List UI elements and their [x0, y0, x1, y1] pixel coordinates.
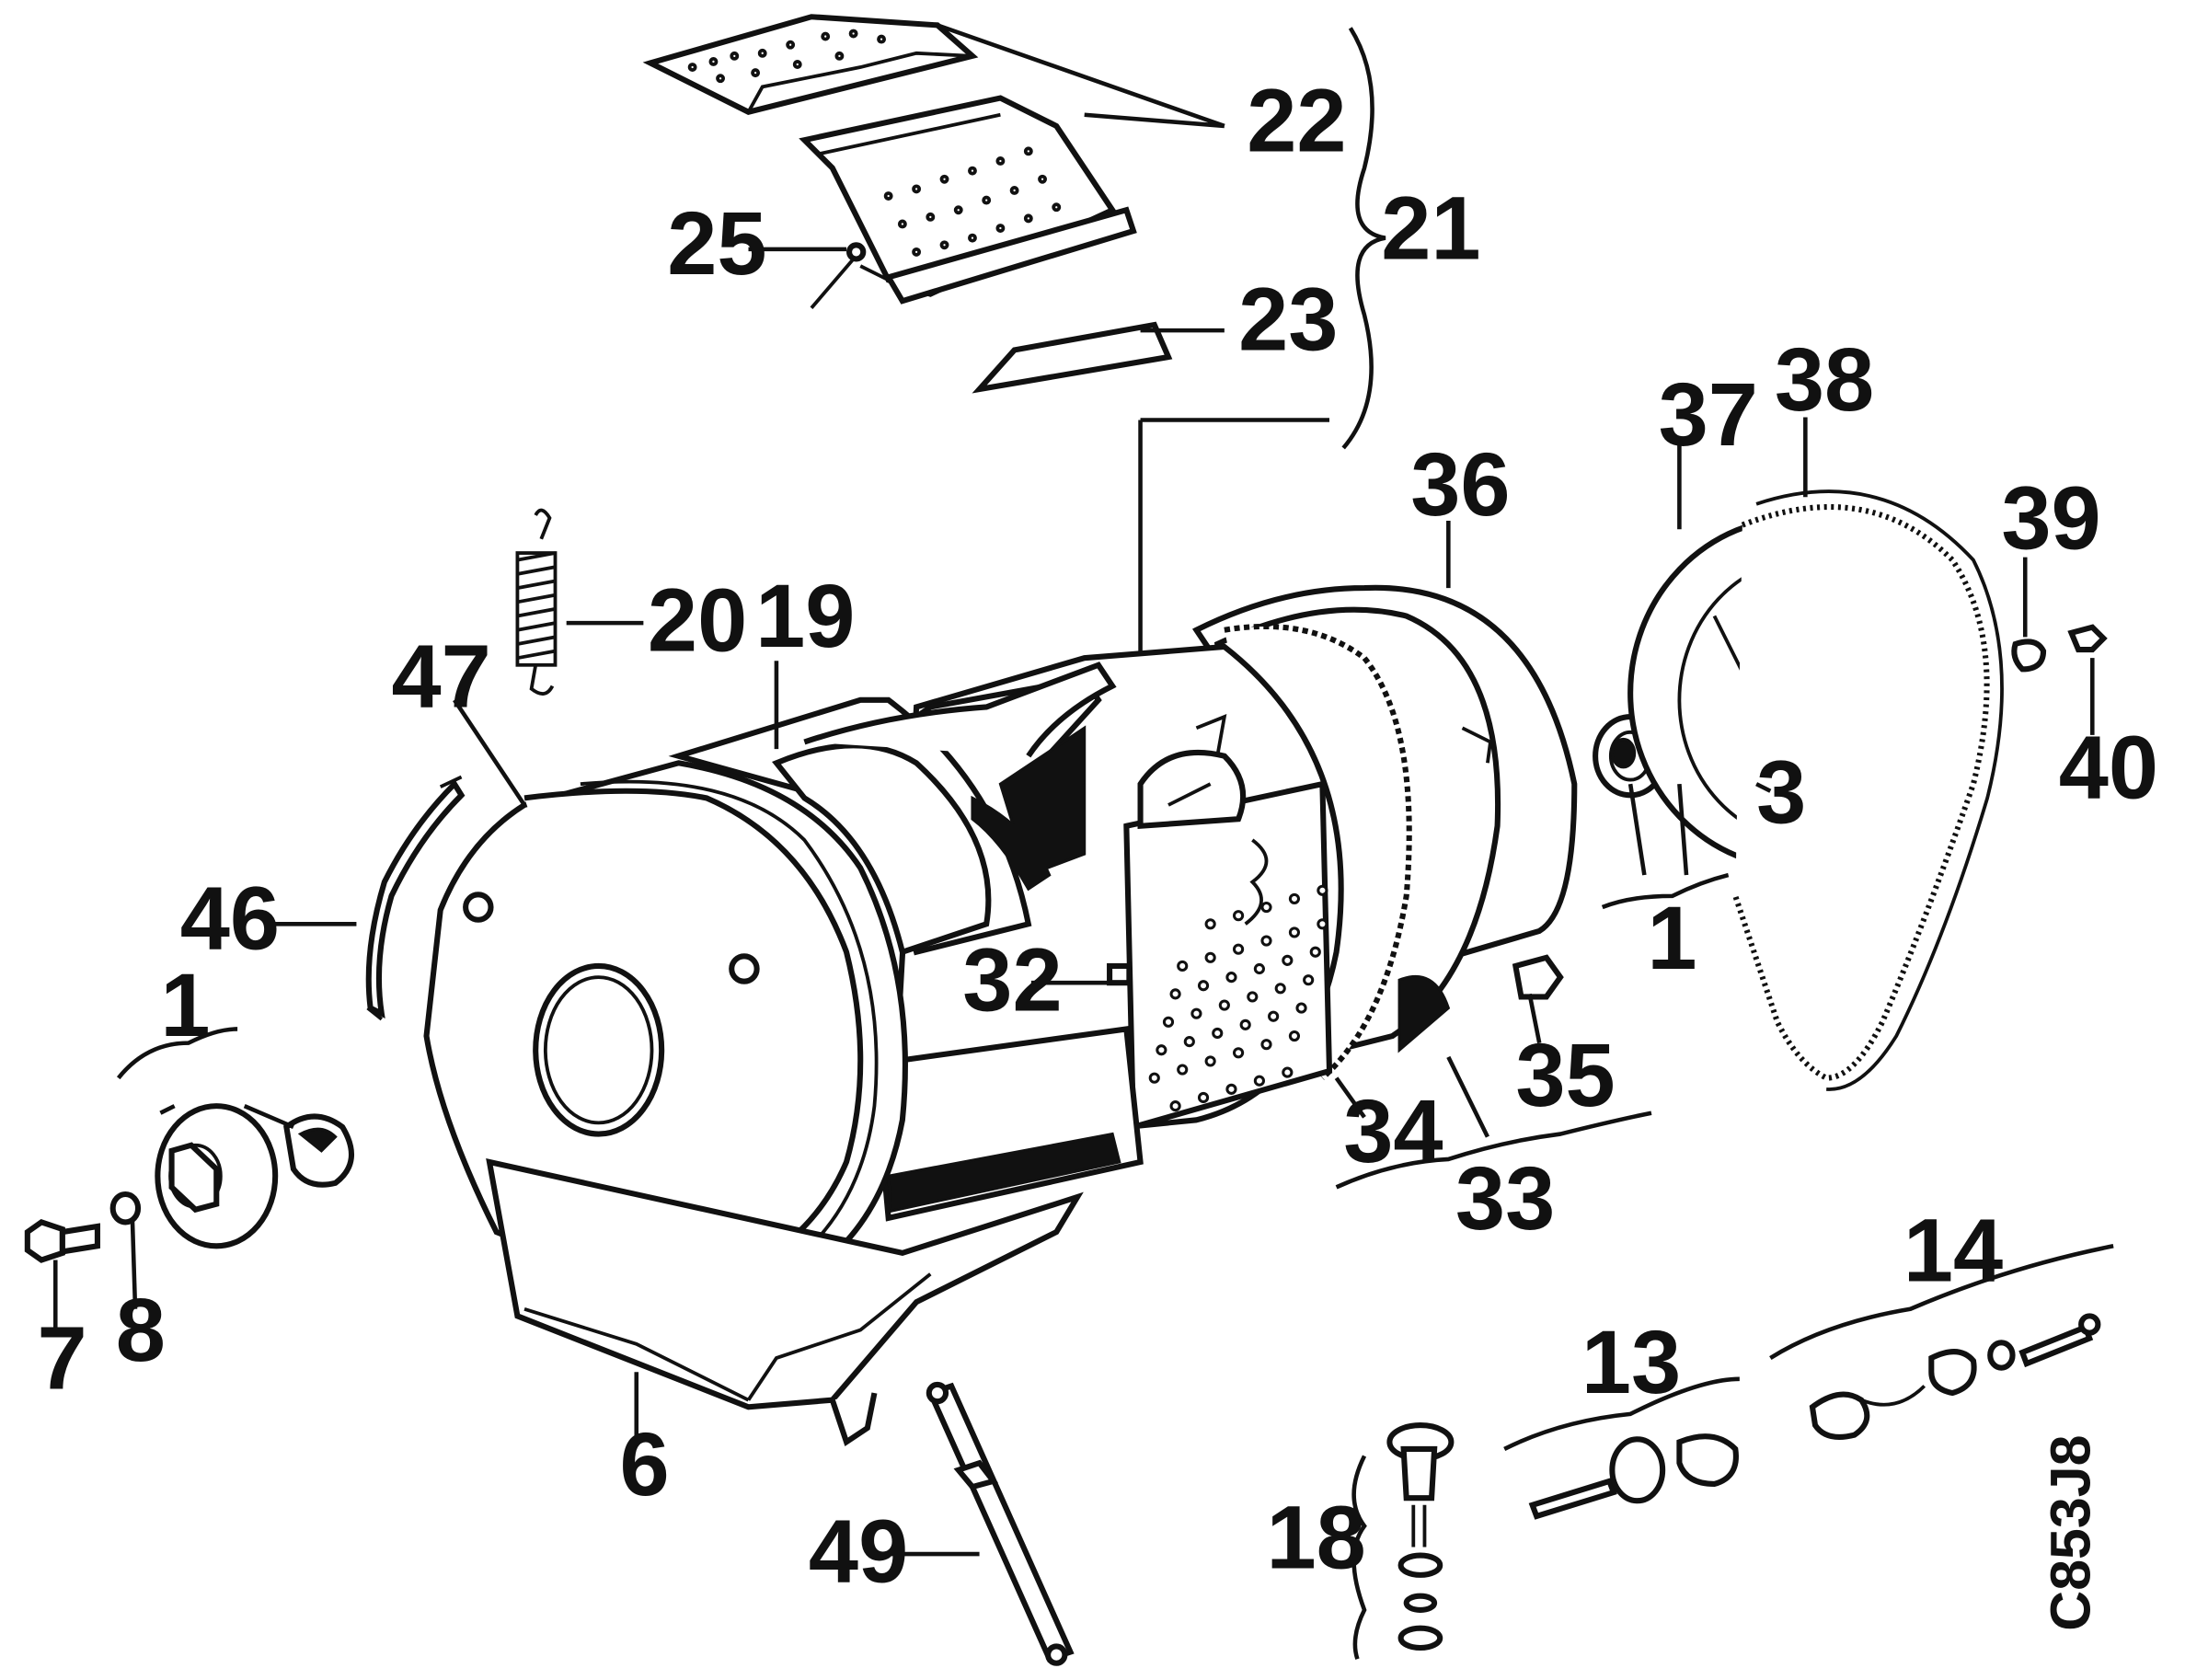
screw-25 [810, 242, 890, 310]
base-frame-6 [486, 1158, 1084, 1447]
bolt-set-13 [1503, 1376, 1740, 1520]
paddle-lifter [799, 95, 1137, 305]
drum-perforations [1148, 884, 1328, 1112]
callout-22: 22 [1247, 70, 1346, 170]
bearing-set-left [24, 1103, 355, 1263]
brace-1-left [116, 1027, 238, 1080]
callout-35: 35 [1515, 1025, 1615, 1125]
callout-20: 20 [648, 570, 747, 671]
callout-1-left: 1 [160, 955, 210, 1055]
brace-33 [1335, 1110, 1652, 1190]
clamp-ring-46 [365, 775, 466, 1021]
callout-34: 34 [1343, 1081, 1443, 1181]
baffle-23 [972, 321, 1173, 394]
paddle-cover-top [642, 14, 979, 115]
callout-13: 13 [1581, 1312, 1681, 1412]
callout-49: 49 [809, 1501, 908, 1601]
shock-absorber-49 [926, 1381, 1075, 1666]
callout-21: 21 [1381, 178, 1480, 279]
leaders-body [52, 417, 2095, 1557]
callout-40: 40 [2059, 717, 2158, 817]
callout-6: 6 [620, 1414, 670, 1514]
callout-47: 47 [391, 626, 490, 726]
drum-assembly [423, 584, 1578, 1297]
callout-38: 38 [1775, 329, 1874, 430]
callout-1-right: 1 [1647, 888, 1696, 988]
spring-20 [515, 508, 558, 696]
adjustable-foot-18 [1351, 1422, 1455, 1660]
bolt-set-14 [1769, 1244, 2114, 1440]
brace-21 [1341, 27, 1386, 450]
callout-18: 18 [1267, 1487, 1366, 1587]
leaders-top [748, 23, 1329, 656]
callout-33: 33 [1455, 1148, 1555, 1248]
callout-39: 39 [2001, 467, 2100, 568]
callout-32: 32 [962, 930, 1062, 1030]
drawing-code: C853J8 [2039, 1435, 2101, 1631]
callout-7: 7 [37, 1307, 86, 1408]
callout-37: 37 [1659, 364, 1758, 465]
callout-3: 3 [1756, 742, 1806, 843]
callout-labels: 22 21 25 23 38 37 36 39 40 20 19 47 3 1 … [37, 70, 2158, 1601]
callout-25: 25 [667, 193, 766, 293]
callout-36: 36 [1410, 434, 1510, 535]
callout-19: 19 [755, 566, 855, 666]
callout-23: 23 [1238, 269, 1338, 369]
pulley-assembly [1593, 489, 2004, 1091]
small-parts [1107, 624, 2108, 1000]
brace-1-right [1601, 872, 1730, 910]
callout-14: 14 [1903, 1200, 2003, 1300]
callout-46: 46 [180, 869, 280, 969]
callout-8: 8 [116, 1280, 166, 1380]
